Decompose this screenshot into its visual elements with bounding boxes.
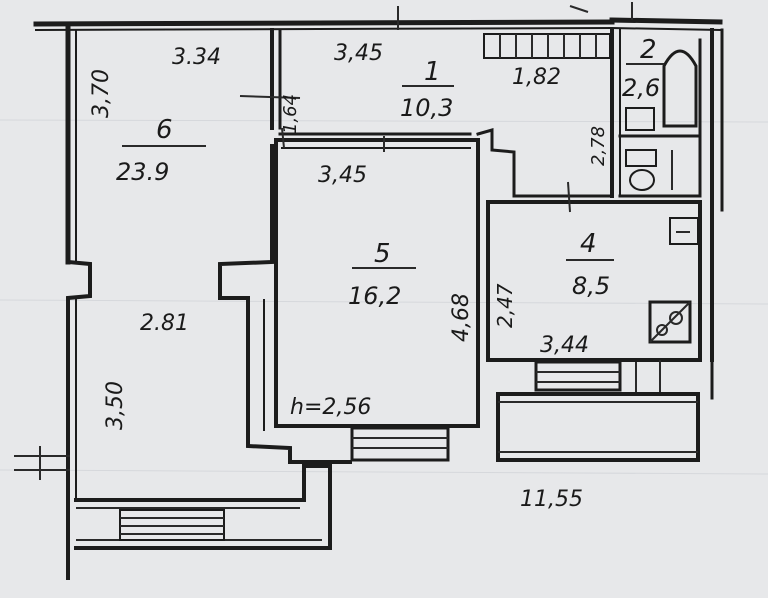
dim-3-45-top: 3,45 xyxy=(334,41,383,66)
ceiling-height: h=2,56 xyxy=(290,395,371,420)
dim-2-78: 2,78 xyxy=(588,126,609,166)
dim-3-34: 3.34 xyxy=(172,45,221,70)
dim-1-64: 1,64 xyxy=(280,94,301,134)
room-2-area: 2,6 xyxy=(622,74,660,102)
dim-2-47: 2,47 xyxy=(493,283,517,328)
room-6-area: 23.9 xyxy=(116,158,169,186)
room-2-number: 2 xyxy=(640,35,657,65)
room-4-number: 4 xyxy=(580,229,597,259)
dim-3-44: 3,44 xyxy=(540,333,589,358)
room-5-area: 16,2 xyxy=(348,282,401,310)
closet xyxy=(483,33,611,59)
dim-3-50: 3,50 xyxy=(103,381,128,430)
dim-3-70: 3,70 xyxy=(89,69,114,118)
room-5-number: 5 xyxy=(374,239,391,269)
dim-3-45-room5: 3,45 xyxy=(318,163,367,188)
room-1-number: 1 xyxy=(424,57,441,87)
outer-walls xyxy=(14,2,724,580)
room-1-area: 10,3 xyxy=(400,94,453,122)
dim-11-55: 11,55 xyxy=(520,487,583,512)
dim-1-82: 1,82 xyxy=(512,65,561,90)
dim-2-81: 2.81 xyxy=(140,311,189,336)
room-6-number: 6 xyxy=(156,115,173,145)
labels: 6 23.9 1 10,3 2 2,6 5 16,2 4 8,5 3.34 3,… xyxy=(89,35,664,512)
interior-walls xyxy=(218,28,702,464)
paper-grid xyxy=(0,119,768,475)
room-4-area: 8,5 xyxy=(572,272,610,300)
dim-4-68: 4,68 xyxy=(449,293,474,342)
